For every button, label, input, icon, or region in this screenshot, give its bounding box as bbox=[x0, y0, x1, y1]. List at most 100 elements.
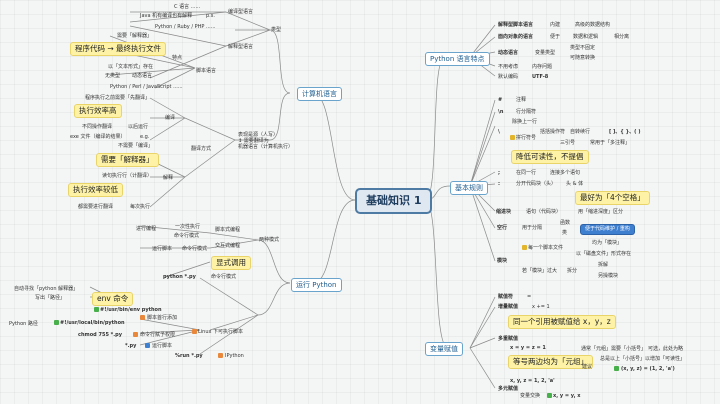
node-comment[interactable]: 注释 bbox=[516, 97, 527, 103]
node-script-lang[interactable]: 脚本语言 bbox=[196, 68, 217, 74]
node-utf8[interactable]: UTF-8 bbox=[532, 74, 549, 80]
node-assign-sym[interactable]: 赋值符 bbox=[498, 294, 514, 300]
node-module[interactable]: 模块 bbox=[497, 258, 508, 264]
node-recommend[interactable]: 建议 bbox=[582, 364, 593, 370]
node-compiled[interactable]: 编译型语言 bbox=[228, 9, 254, 15]
node-swap-ex[interactable]: x, y = y, x bbox=[553, 393, 581, 399]
highlight-same-ref[interactable]: 同一个引用被赋值给 x，y，z bbox=[508, 315, 616, 329]
node-eg[interactable]: e.g. bbox=[140, 134, 150, 140]
node-func[interactable]: 函数 bbox=[560, 220, 571, 226]
node-class[interactable]: 类 bbox=[562, 230, 568, 236]
node-tuple-note-2[interactable]: 可选，此处为略 bbox=[648, 346, 684, 352]
node-default-enc[interactable]: 默认编码 bbox=[498, 74, 519, 80]
node-auto-find[interactable]: 自动寻找「python 解释器」 bbox=[14, 286, 79, 292]
node-feature[interactable]: 特点 bbox=[172, 55, 183, 61]
node-py-perl[interactable]: Python / Perl / JavaScript ...... bbox=[110, 84, 183, 90]
node-code-block[interactable]: 语句（代码块） bbox=[526, 209, 562, 215]
node-var-type[interactable]: 变量类型 bbox=[535, 50, 556, 56]
node-multi-ex[interactable]: x = y = z = 1 bbox=[510, 345, 546, 351]
node-shebang[interactable]: #!/usr/bin/env python bbox=[100, 307, 162, 313]
node-py-ruby[interactable]: Python / Ruby / PHP ...... bbox=[155, 24, 216, 30]
node-tuple-code[interactable]: (x, y, z) = (1, 2, 'a') bbox=[621, 366, 675, 372]
node-same-line[interactable]: 在同一行 bbox=[516, 170, 537, 176]
node-interpret[interactable]: 解释 bbox=[163, 175, 174, 181]
node-cross-platform[interactable]: 不同操作翻译 bbox=[82, 124, 113, 130]
node-head-body[interactable]: 头 & 体 bbox=[566, 181, 584, 187]
node-block-sep[interactable]: 用于分隔 bbox=[522, 225, 543, 231]
node-run-script[interactable]: 运行脚本 bbox=[152, 246, 173, 252]
node-tuple-note-3[interactable]: 总是以上「小括号」以增加「可读性」 bbox=[600, 356, 686, 362]
node-aug-ex[interactable]: x += 1 bbox=[532, 304, 550, 310]
node-hash[interactable]: # bbox=[498, 97, 503, 103]
node-interpreted[interactable]: 解释型语言 bbox=[228, 44, 254, 50]
node-bridge-2[interactable]: ↕ 需要翻译为 bbox=[238, 138, 269, 144]
node-dynamic[interactable]: 动态语言 bbox=[132, 73, 153, 79]
node-python-py[interactable]: python *.py bbox=[163, 274, 196, 280]
node-no-type[interactable]: 无类型 bbox=[105, 73, 121, 79]
section-python-features[interactable]: Python 语言特点 bbox=[425, 52, 490, 66]
node-trans-mode[interactable]: 翻译方式 bbox=[191, 146, 212, 152]
node-interp-lang[interactable]: 解释型脚本语言 bbox=[498, 22, 534, 28]
highlight-env-cmd[interactable]: env 命令 bbox=[92, 292, 134, 306]
node-shebang-2[interactable]: #!/usr/local/bin/python bbox=[60, 320, 125, 326]
node-type[interactable]: 类型 bbox=[271, 27, 282, 33]
node-split[interactable]: 分开代码块（头） bbox=[516, 181, 557, 187]
node-every-exec[interactable]: 每次执行 bbox=[130, 204, 151, 210]
node-line-sep[interactable]: 行分隔符 bbox=[516, 109, 537, 115]
node-blank[interactable]: 空行 bbox=[497, 225, 508, 231]
node-cmd-mode-line[interactable]: 命令行模式 bbox=[211, 274, 237, 280]
node-every-time[interactable]: 都需要进行翻译 bbox=[78, 204, 114, 210]
node-eq[interactable]: = bbox=[527, 294, 532, 300]
node-empty[interactable]: 除换上一行 bbox=[512, 119, 538, 125]
node-split-more[interactable]: 拆分 bbox=[567, 268, 578, 274]
node-ps[interactable]: p.s. bbox=[206, 13, 215, 19]
node-newline[interactable]: \n bbox=[498, 109, 504, 115]
node-ipython[interactable]: IPython bbox=[225, 353, 244, 359]
node-bracket-op[interactable]: 括括操作符 bbox=[540, 129, 566, 135]
node-exe-note[interactable]: exe 文件（编译的结果） bbox=[70, 134, 126, 140]
node-py-path[interactable]: Python 路径 bbox=[9, 321, 38, 327]
node-need-interp[interactable]: 需要「解释器」 bbox=[117, 33, 153, 39]
node-oop[interactable]: 面向对象的语言 bbox=[498, 34, 534, 40]
node-triple[interactable]: 三引号 bbox=[560, 140, 576, 146]
node-run-script-2[interactable]: 运行脚本 bbox=[152, 343, 173, 349]
node-semicolon[interactable]: ; bbox=[498, 170, 500, 176]
node-compile-note[interactable]: 程序执行之前需要「先翻译」 bbox=[85, 95, 151, 101]
node-script-mode[interactable]: 脚本式编程 bbox=[215, 227, 241, 233]
node-multi[interactable]: 多重赋值 bbox=[498, 336, 519, 342]
node-run-line[interactable]: 读句执行行（计翻译） bbox=[102, 173, 153, 179]
node-multi-var[interactable]: 多元赋值 bbox=[498, 386, 519, 392]
node-enter-code[interactable]: 进行编程 bbox=[136, 226, 157, 232]
node-too-big[interactable]: 若「模块」过大 bbox=[522, 268, 558, 274]
node-multi-var-ex[interactable]: x, y, z = 1, 2, 'a' bbox=[510, 378, 555, 384]
node-built-in[interactable]: 内建 bbox=[550, 22, 561, 28]
node-bridge-3[interactable]: 机器语言（计算机执行） bbox=[238, 144, 294, 150]
node-split-mod[interactable]: 拆解 bbox=[598, 262, 609, 268]
node-dot-py[interactable]: *.py bbox=[125, 343, 137, 349]
central-topic[interactable]: 基础知识 1 bbox=[355, 188, 433, 214]
node-interactive[interactable]: 交互式编程 bbox=[215, 243, 241, 249]
node-write-path[interactable]: 写出「路径」 bbox=[35, 295, 66, 301]
node-compile[interactable]: 编译 bbox=[165, 115, 176, 121]
node-backslash[interactable]: \ bbox=[498, 129, 500, 135]
node-indent[interactable]: 缩进块 bbox=[496, 209, 512, 215]
highlight-show-call[interactable]: 显式调用 bbox=[211, 256, 251, 270]
node-join-stmt[interactable]: 连接多个语句 bbox=[550, 170, 581, 176]
node-cmd-py[interactable]: 命令行模式 bbox=[182, 246, 208, 252]
node-run-py[interactable]: %run *.py bbox=[175, 353, 203, 359]
highlight-indent[interactable]: 最好为「4个空格」 bbox=[575, 191, 650, 205]
node-tuple-note-1[interactable]: 通常「元组」需要「小括号」 bbox=[581, 346, 647, 352]
node-easy[interactable]: 便于 bbox=[550, 34, 561, 40]
highlight-eff-low[interactable]: 执行效率较低 bbox=[68, 183, 123, 197]
node-can-change[interactable]: 可随意转换 bbox=[570, 55, 596, 61]
highlight-readable[interactable]: 降低可读性，不提倡 bbox=[511, 150, 589, 164]
highlight-interp[interactable]: 需要「解释器」 bbox=[96, 153, 159, 167]
node-chmod[interactable]: chmod 755 *.py bbox=[78, 332, 123, 338]
node-c-lang[interactable]: C 语言 ...... bbox=[174, 4, 201, 10]
node-text-form[interactable]: 以「文本形式」存在 bbox=[108, 64, 154, 70]
highlight-exec-file[interactable]: 程序代码 → 最终执行文件 bbox=[70, 42, 167, 56]
node-independent[interactable]: 另操模块 bbox=[598, 273, 619, 279]
node-mem-manage[interactable]: 内存问题 bbox=[532, 64, 553, 70]
node-linux-exec[interactable]: Linux 下可执行脚本 bbox=[198, 329, 244, 335]
node-aug[interactable]: 增量赋值 bbox=[498, 304, 519, 310]
